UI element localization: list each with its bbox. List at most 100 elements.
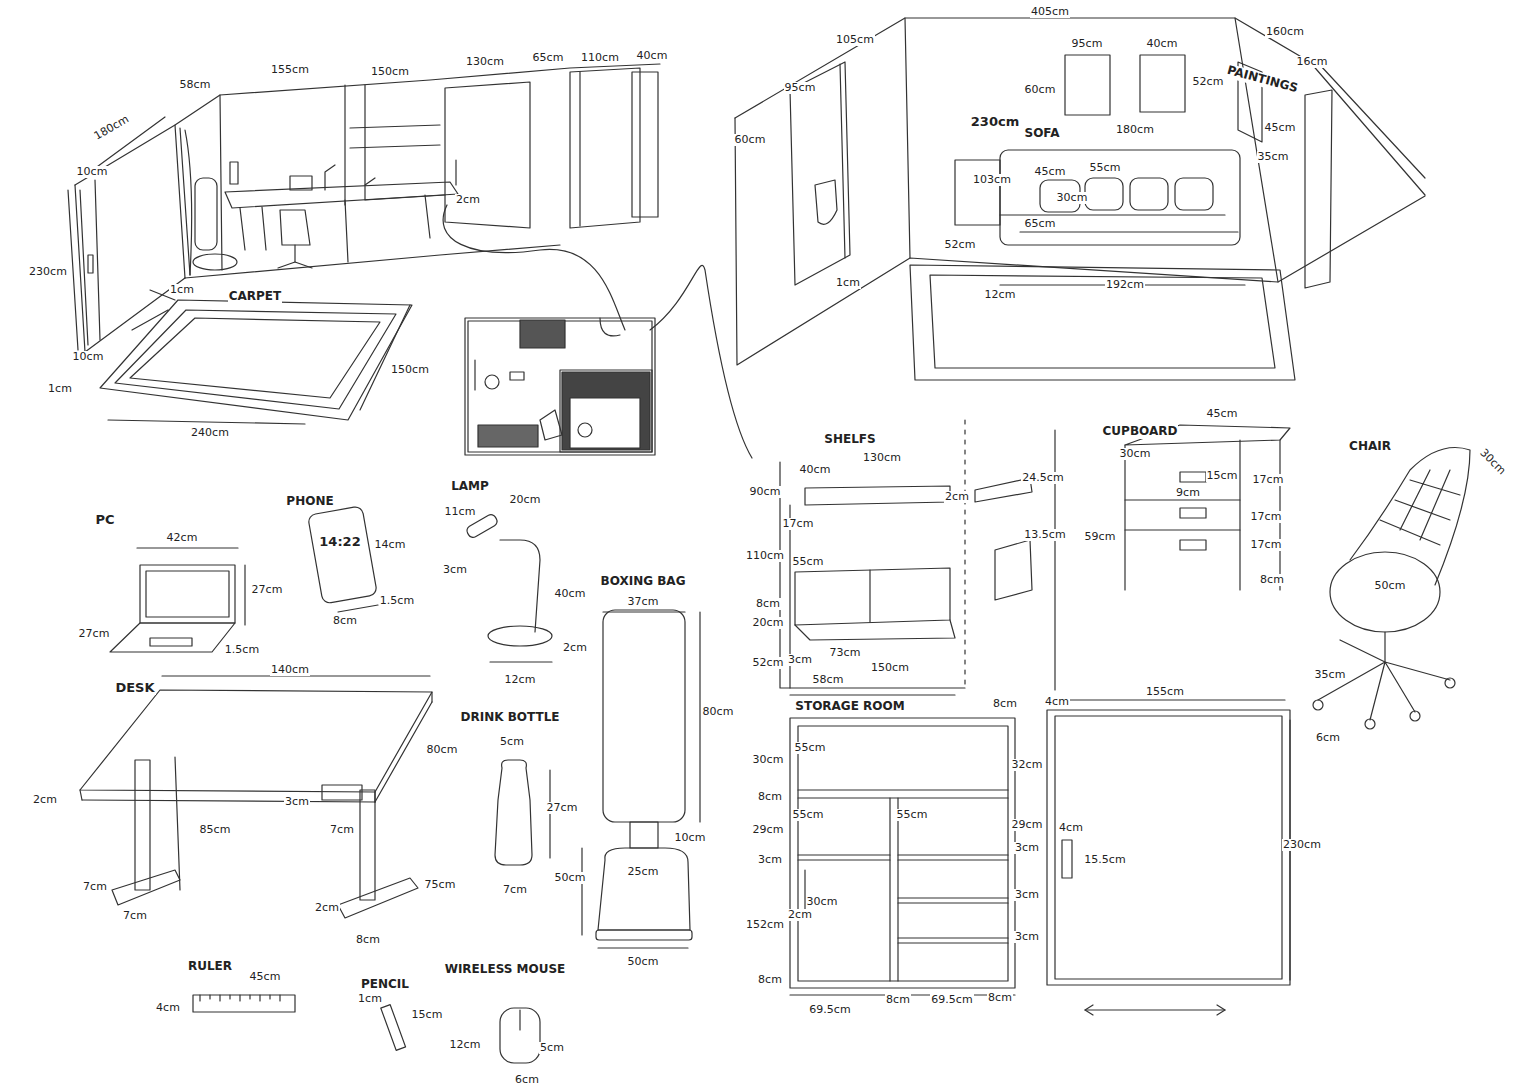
dimension-label: 55cm	[792, 809, 825, 822]
dimension-label: 12cm	[449, 1039, 482, 1052]
dimension-label: 52cm	[944, 239, 977, 252]
dimension-label: 29cm	[1011, 819, 1044, 832]
dimension-label: 40cm	[799, 464, 832, 477]
dimension-label: 17cm	[1250, 539, 1283, 552]
dimension-label: 12cm	[984, 289, 1017, 302]
dimension-label: 2cm	[944, 491, 970, 504]
dimension-label: 17cm	[1252, 474, 1285, 487]
dimension-label: 155cm	[270, 64, 310, 77]
dimension-label: 50cm	[1374, 580, 1407, 593]
dimension-label: 10cm	[72, 351, 105, 364]
dimension-label: 58cm	[812, 674, 845, 687]
dimension-label: 8cm	[885, 994, 911, 1007]
dimension-label: 40cm	[554, 588, 587, 601]
dimension-label: 52cm	[752, 657, 785, 670]
dimension-label: 55cm	[1089, 162, 1122, 175]
dimension-label: 37cm	[627, 596, 660, 609]
dimension-label: 14cm	[374, 539, 407, 552]
dimension-label: 60cm	[1024, 84, 1057, 97]
dimension-label: 1cm	[357, 993, 383, 1006]
dimension-label: 2cm	[314, 902, 340, 915]
dimension-label: 130cm	[465, 56, 505, 69]
dimension-label: 8cm	[755, 598, 781, 611]
dimension-label: 25cm	[627, 866, 660, 879]
dimension-label: 3cm	[442, 564, 468, 577]
dimension-label: 2cm	[32, 794, 58, 807]
dimension-label: 180cm	[92, 113, 133, 144]
dimension-label: 27cm	[251, 584, 284, 597]
part-name: WIRELESS MOUSE	[444, 963, 567, 977]
part-name: LAMP	[450, 480, 490, 494]
dimension-label: 15cm	[1206, 470, 1239, 483]
dimension-label: 7cm	[82, 881, 108, 894]
part-name: CUPBOARD	[1102, 425, 1179, 439]
dimension-label: 7cm	[122, 910, 148, 923]
dimension-label: 130cm	[862, 452, 902, 465]
dimension-label: 80cm	[426, 744, 459, 757]
part-name: SHELFS	[823, 433, 876, 447]
dimension-label: 6cm	[1315, 732, 1341, 745]
dimension-label: 1cm	[169, 284, 195, 297]
dimension-label: 30cm	[1119, 448, 1152, 461]
dimension-label: 9cm	[1175, 487, 1201, 500]
dimension-label: 27cm	[78, 628, 111, 641]
dimension-label: 192cm	[1105, 279, 1145, 292]
dimension-label: 65cm	[1024, 218, 1057, 231]
dimension-label: 45cm	[1264, 122, 1297, 135]
dimension-label: 103cm	[972, 174, 1012, 187]
dimension-label: 1cm	[47, 383, 73, 396]
dimension-label: 230cm	[28, 266, 68, 279]
dimension-label: 30cm	[806, 896, 839, 909]
dimension-label: 2cm	[455, 194, 481, 207]
dimension-label: 30cm	[1476, 446, 1508, 478]
dimension-label: 3cm	[1014, 931, 1040, 944]
part-name: 14:22	[318, 535, 361, 550]
dimension-label: 30cm	[1056, 192, 1089, 205]
dimension-label: 17cm	[1250, 511, 1283, 524]
dimension-label: 50cm	[627, 956, 660, 969]
dimension-label: 4cm	[1058, 822, 1084, 835]
dimension-label: 55cm	[896, 809, 929, 822]
part-name: RULER	[187, 960, 233, 974]
part-name: PENCIL	[360, 978, 410, 992]
dimension-label: 6cm	[514, 1074, 540, 1087]
dimension-label: 55cm	[794, 742, 827, 755]
dimension-label: 24.5cm	[1021, 472, 1064, 485]
dimension-label: 4cm	[155, 1002, 181, 1015]
dimension-label: 55cm	[792, 556, 825, 569]
part-name: PC	[94, 513, 115, 528]
dimension-label: 150cm	[370, 66, 410, 79]
dimension-label: 85cm	[199, 824, 232, 837]
dimension-label: 105cm	[835, 34, 875, 47]
part-name: CHAIR	[1348, 440, 1392, 454]
dimension-label: 110cm	[745, 550, 785, 563]
dimension-label: 5cm	[499, 736, 525, 749]
dimension-label: 8cm	[987, 992, 1013, 1005]
dimension-label: 90cm	[749, 486, 782, 499]
dimension-label: 8cm	[332, 615, 358, 628]
dimension-label: 69.5cm	[930, 994, 973, 1007]
dimension-label: 3cm	[757, 854, 783, 867]
dimension-label: 2cm	[787, 909, 813, 922]
dimension-label: 8cm	[757, 791, 783, 804]
dimension-label: 95cm	[784, 82, 817, 95]
dimension-label: 5cm	[539, 1042, 565, 1055]
dimension-label: 45cm	[249, 971, 282, 984]
part-name: STORAGE ROOM	[794, 700, 905, 714]
dimension-label: 160cm	[1265, 26, 1305, 39]
part-name: PHONE	[285, 495, 334, 509]
dimension-label: 3cm	[1014, 842, 1040, 855]
dimension-label: 4cm	[1044, 696, 1070, 709]
dimension-label: 152cm	[745, 919, 785, 932]
dimension-label: 16cm	[1296, 56, 1329, 69]
part-name: DRINK BOTTLE	[459, 711, 560, 725]
dimension-label: 1.5cm	[224, 644, 260, 657]
dimension-label: 15cm	[411, 1009, 444, 1022]
part-name: DESK	[114, 681, 155, 696]
dimension-label: 10cm	[76, 166, 109, 179]
dimension-label: 73cm	[829, 647, 862, 660]
dimension-label: 13.5cm	[1023, 529, 1066, 542]
dimension-label: 45cm	[1206, 408, 1239, 421]
dimension-label: 65cm	[532, 52, 565, 65]
dimension-label: 29cm	[752, 824, 785, 837]
